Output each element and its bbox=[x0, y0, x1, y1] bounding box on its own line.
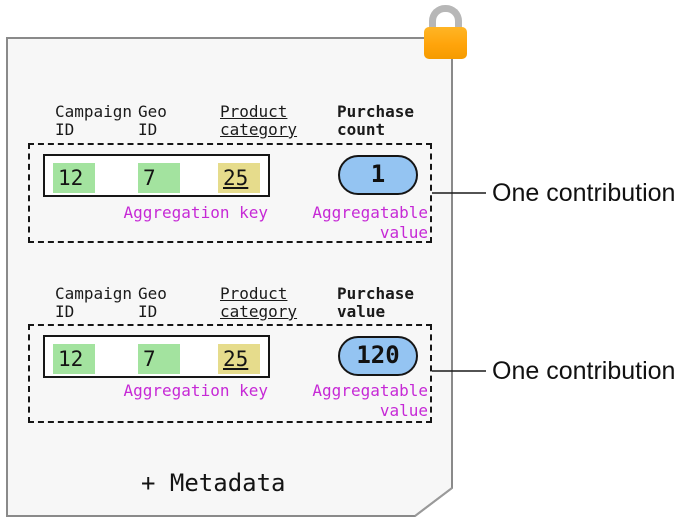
header-line: ID bbox=[55, 302, 75, 321]
aggregatable-value-label: Aggregatable value bbox=[296, 203, 428, 243]
header-line: value bbox=[337, 302, 386, 321]
column-header-geo-id: Geo ID bbox=[138, 103, 167, 139]
label-line: Aggregatable bbox=[312, 203, 428, 222]
label-line: value bbox=[379, 401, 428, 420]
contribution-dashed-box bbox=[28, 324, 432, 423]
contribution-dashed-box bbox=[28, 143, 432, 243]
header-line: Campaign bbox=[55, 284, 133, 303]
aggregatable-value-pill: 1 bbox=[338, 155, 418, 195]
key-cell-geo-id: 7 bbox=[138, 163, 180, 193]
lock-shackle bbox=[429, 5, 462, 35]
column-header-campaign-id: Campaign ID bbox=[55, 285, 132, 321]
key-cell-campaign-id: 12 bbox=[53, 163, 95, 193]
header-line: Product bbox=[220, 102, 288, 121]
header-line: Product bbox=[220, 284, 288, 303]
column-header-product-category: Product category bbox=[220, 103, 297, 139]
aggregatable-value-label: Aggregatable value bbox=[296, 381, 428, 421]
aggregatable-value-pill: 120 bbox=[338, 336, 418, 376]
header-line: category bbox=[220, 302, 298, 321]
metadata-label: + Metadata bbox=[141, 469, 286, 497]
key-cell-product-category: 25 bbox=[218, 163, 260, 193]
one-contribution-annotation: One contribution bbox=[492, 179, 676, 207]
column-header-purchase-value: Purchase value bbox=[337, 285, 414, 321]
column-header-product-category: Product category bbox=[220, 285, 297, 321]
key-cell-geo-id: 7 bbox=[138, 344, 180, 374]
column-header-campaign-id: Campaign ID bbox=[55, 103, 132, 139]
column-header-geo-id: Geo ID bbox=[138, 285, 167, 321]
header-line: ID bbox=[55, 120, 75, 139]
one-contribution-annotation: One contribution bbox=[492, 357, 676, 385]
key-cell-product-category: 25 bbox=[218, 344, 260, 374]
header-line: Purchase bbox=[337, 284, 415, 303]
lock-body bbox=[424, 27, 467, 59]
header-line: Campaign bbox=[55, 102, 133, 121]
aggregation-key-label: Aggregation key bbox=[123, 381, 269, 400]
folded-corner bbox=[414, 487, 453, 517]
header-line: Geo bbox=[138, 284, 167, 303]
header-line: ID bbox=[138, 120, 158, 139]
header-line: count bbox=[337, 120, 386, 139]
header-line: Geo bbox=[138, 102, 167, 121]
aggregation-key-label: Aggregation key bbox=[123, 203, 269, 222]
label-line: value bbox=[379, 223, 428, 242]
column-header-purchase-count: Purchase count bbox=[337, 103, 414, 139]
header-line: category bbox=[220, 120, 298, 139]
label-line: Aggregatable bbox=[312, 381, 428, 400]
header-line: Purchase bbox=[337, 102, 415, 121]
key-cell-campaign-id: 12 bbox=[53, 344, 95, 374]
header-line: ID bbox=[138, 302, 158, 321]
